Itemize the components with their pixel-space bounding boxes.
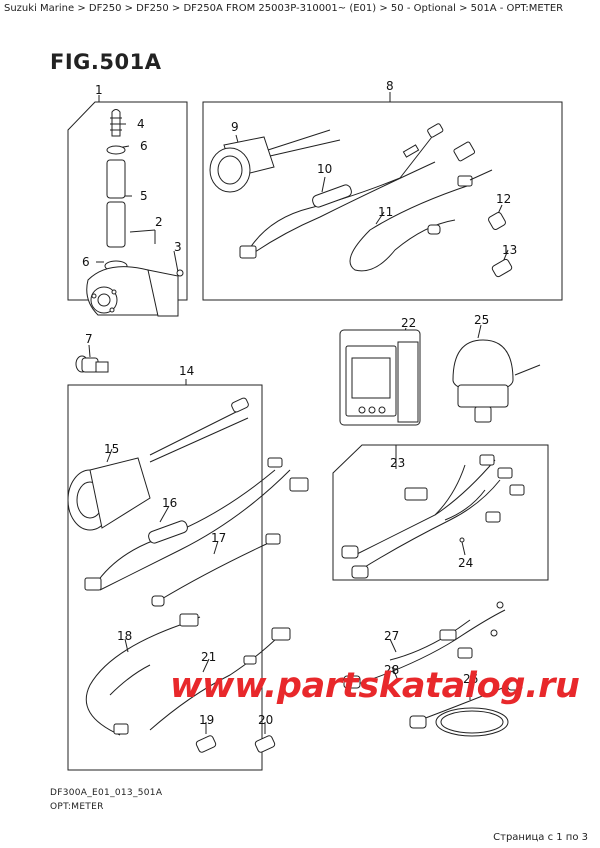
- callout-28: 28: [384, 663, 399, 677]
- callout-22: 22: [401, 316, 416, 330]
- group-frame-8: [202, 101, 563, 301]
- part-10-harness: [239, 123, 476, 259]
- part-16-harness: [84, 457, 309, 591]
- callout-3: 3: [174, 240, 182, 254]
- part-11-cable: [349, 169, 493, 272]
- breadcrumb[interactable]: Suzuki Marine > DF250 > DF250 > DF250A F…: [4, 3, 564, 14]
- callout-9: 9: [231, 120, 239, 134]
- callout-14: 14: [179, 364, 194, 378]
- part-27-harness: [343, 601, 506, 689]
- callout-26: 26: [463, 672, 478, 686]
- callout-19: 19: [199, 713, 214, 727]
- pagination-text: Страница с 1 по 3: [493, 832, 588, 843]
- callout-6: 6: [140, 139, 148, 153]
- figure-label: OPT:METER: [50, 802, 104, 812]
- group-frame-14: [67, 384, 263, 771]
- part-21-harness: [149, 627, 291, 731]
- part-9-gauge: [209, 129, 341, 193]
- figure-code: DF300A_E01_013_501A: [50, 788, 163, 798]
- part-26-cable: [409, 679, 523, 737]
- callout-17: 17: [211, 531, 226, 545]
- callout-8: 8: [386, 79, 394, 93]
- part-23-harness: [341, 454, 525, 579]
- part-17-cable: [151, 533, 281, 607]
- figure-title: FIG.501A: [50, 50, 162, 74]
- part-15-gauge: [67, 397, 249, 531]
- part-18-cable: [85, 613, 201, 736]
- callout-6b: 6: [82, 255, 90, 269]
- callout-23: 23: [390, 456, 405, 470]
- watermark: www.partskatalog.ru: [170, 666, 580, 706]
- callout-18: 18: [117, 629, 132, 643]
- callout-15: 15: [104, 442, 119, 456]
- callout-7: 7: [85, 332, 93, 346]
- part-1-mount-kit: [86, 109, 184, 317]
- part-22-display: [339, 329, 421, 426]
- callout-24: 24: [458, 556, 473, 570]
- callout-1: 1: [95, 83, 103, 97]
- callout-13: 13: [502, 243, 517, 257]
- group-frame-23: [332, 444, 549, 581]
- callout-21: 21: [201, 650, 216, 664]
- part-20-connector: [254, 735, 276, 753]
- group-frame-1: [67, 101, 188, 301]
- callout-12: 12: [496, 192, 511, 206]
- part-13-sensor: [491, 258, 513, 278]
- callout-11: 11: [378, 205, 393, 219]
- callout-4: 4: [137, 117, 145, 131]
- callout-10: 10: [317, 162, 332, 176]
- callout-20: 20: [258, 713, 273, 727]
- part-25-sensor: [452, 339, 541, 423]
- part-7-plug: [75, 355, 109, 373]
- part-19-connector: [195, 735, 217, 753]
- callout-2: 2: [155, 215, 163, 229]
- callout-25: 25: [474, 313, 489, 327]
- callout-27: 27: [384, 629, 399, 643]
- callout-16: 16: [162, 496, 177, 510]
- callout-5: 5: [140, 189, 148, 203]
- part-12-connector: [488, 212, 506, 230]
